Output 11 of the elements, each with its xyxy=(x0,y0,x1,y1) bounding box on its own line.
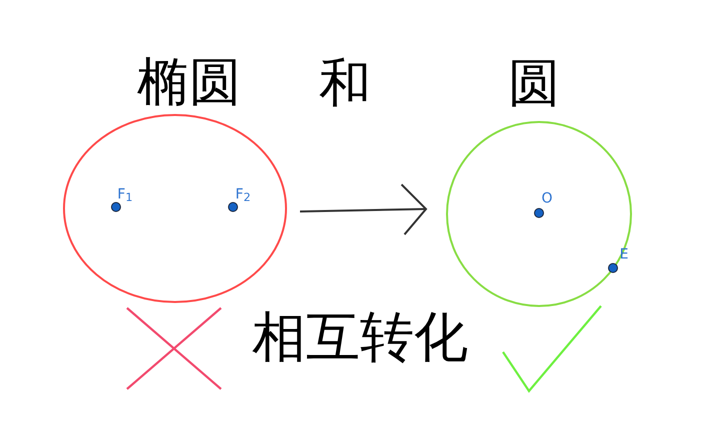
ellipse-outline xyxy=(63,114,287,303)
circle-outline xyxy=(446,121,632,307)
heading-label: 椭圆 xyxy=(137,54,241,112)
point-label: F$_{1}$ xyxy=(117,187,133,205)
point-label: O xyxy=(541,191,553,207)
point-label: E xyxy=(620,247,628,263)
caption-text: 相互转化 xyxy=(252,307,468,367)
arrow xyxy=(300,183,427,236)
heading-label: 和 xyxy=(319,55,371,113)
heading-label: 圆 xyxy=(508,55,560,113)
point-label: F$_{2}$ xyxy=(235,187,251,205)
